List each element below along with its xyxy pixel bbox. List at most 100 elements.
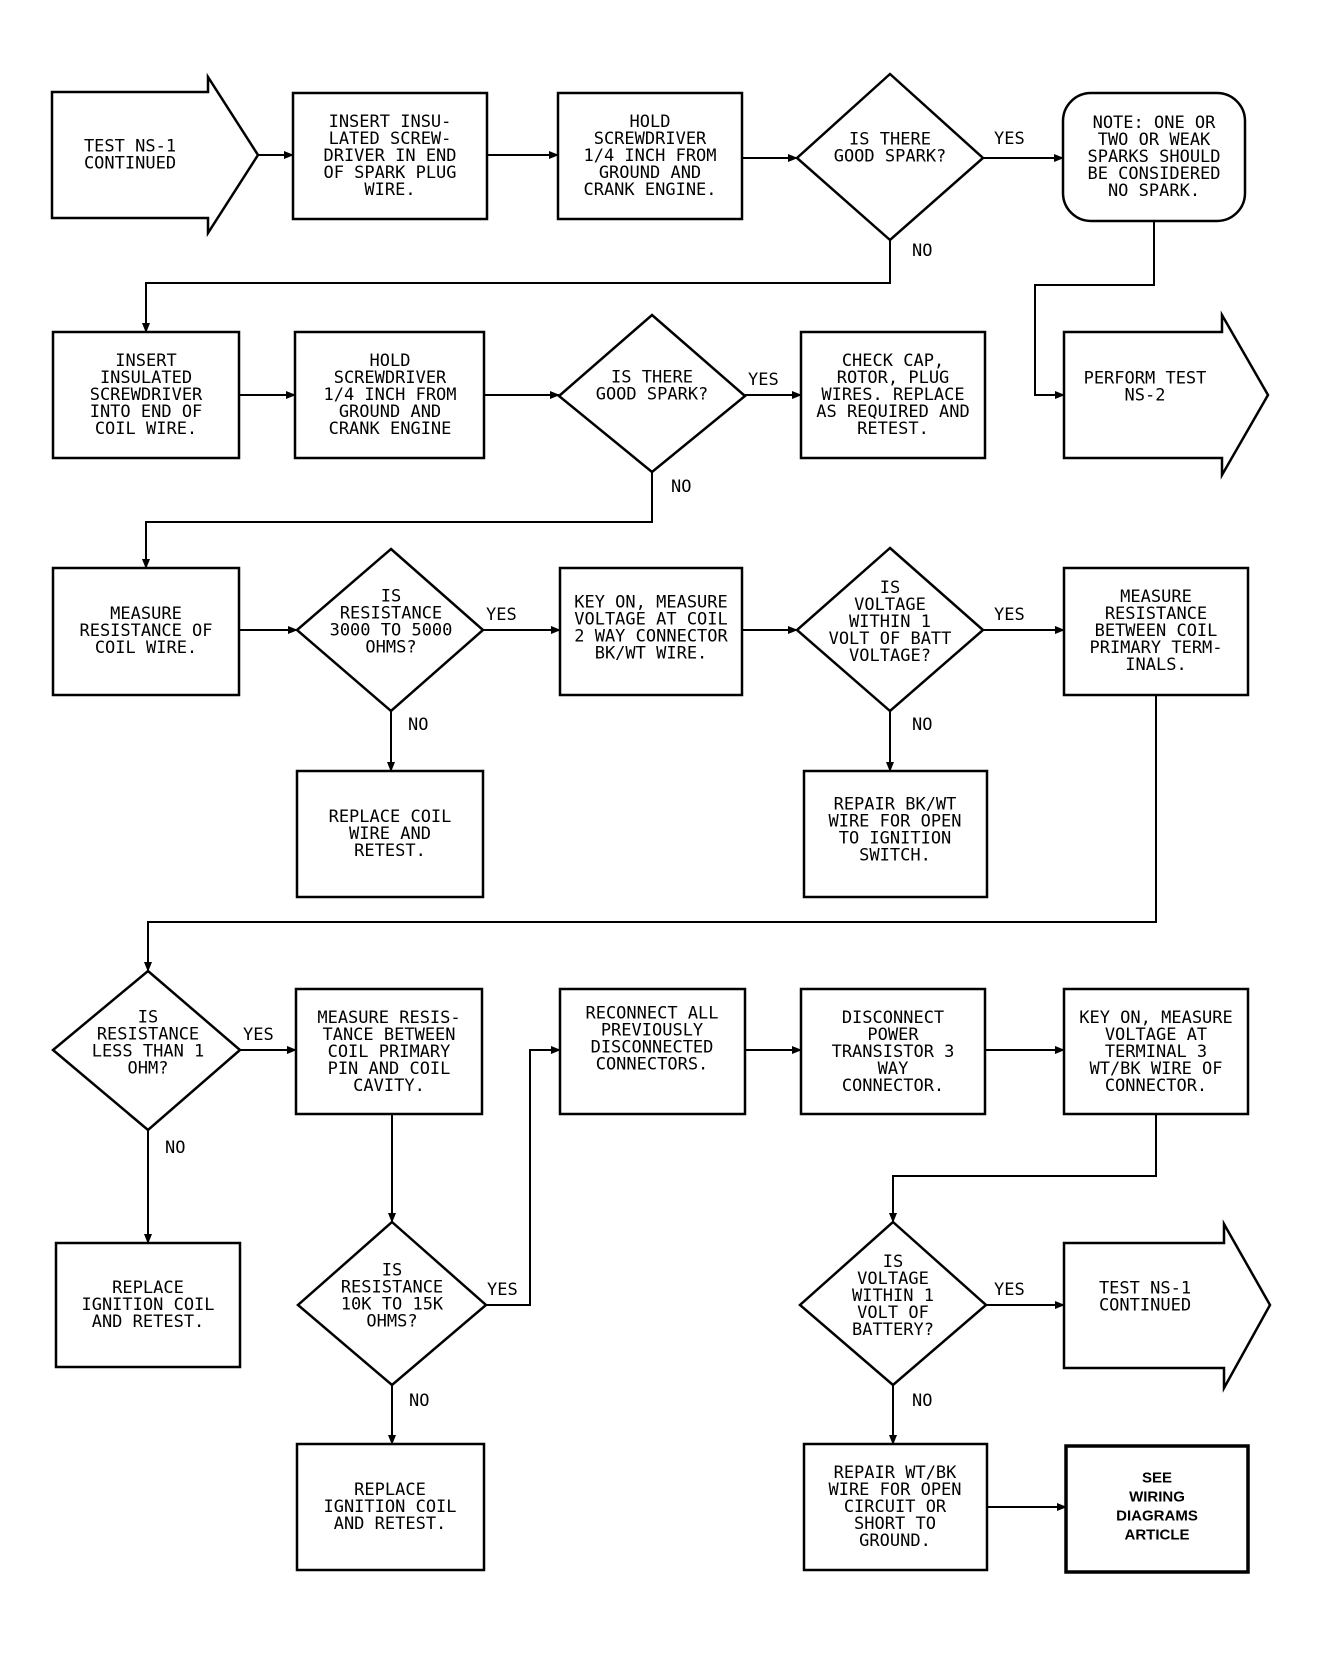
text-line: BE CONSIDERED — [1087, 164, 1220, 184]
text-line: CONNECTOR. — [1105, 1076, 1207, 1096]
d4-no-label: NO — [912, 715, 932, 735]
text-line: CONTINUED — [1099, 1296, 1191, 1316]
d5-no-label: NO — [165, 1138, 185, 1158]
connector — [144, 695, 1157, 972]
text-line: VOLTAGE AT COIL — [574, 610, 728, 630]
text-line: GROUND AND — [339, 402, 441, 422]
text-line: VOLTAGE AT — [1105, 1025, 1207, 1045]
d7-yes-label: YES — [994, 1280, 1025, 1300]
text-line: SCREWDRIVER — [90, 385, 203, 405]
text-line: REPLACE — [354, 1480, 426, 1500]
d2-yes-label: YES — [748, 370, 779, 390]
text-line: AND RETEST. — [92, 1312, 205, 1332]
text-line: SCREWDRIVER — [334, 368, 447, 388]
text-line: VOLTAGE — [857, 1269, 929, 1289]
text-line: KEY ON, MEASURE — [1079, 1008, 1233, 1028]
text-line: NO SPARK. — [1108, 181, 1200, 201]
text-line: PERFORM TEST — [1084, 369, 1207, 389]
text-line: IS THERE — [611, 368, 693, 388]
text-line: RETEST. — [857, 419, 929, 439]
text-line: RETEST. — [354, 841, 426, 861]
text-line: MEASURE — [1120, 587, 1192, 607]
text-line: PIN AND COIL — [328, 1059, 451, 1079]
text-line: AS REQUIRED AND — [816, 402, 970, 422]
text-line: SEE — [1142, 1470, 1172, 1487]
text-line: BETWEEN COIL — [1095, 621, 1218, 641]
text-line: MEASURE — [110, 604, 182, 624]
text-line: TEST NS-1 — [84, 137, 176, 157]
text-line: SHORT TO — [854, 1514, 936, 1534]
d1-no-label: NO — [912, 241, 932, 261]
text-line: CHECK CAP, — [842, 351, 944, 371]
text-line: MEASURE RESIS- — [317, 1008, 460, 1028]
text-line: TRANSISTOR 3 — [832, 1042, 955, 1062]
text-line: TWO OR WEAK — [1098, 130, 1211, 150]
text-line: IS — [883, 1252, 903, 1272]
text-line: VOLTAGE — [854, 595, 926, 615]
text-line: HOLD — [370, 351, 411, 371]
text-line: WIRE FOR OPEN — [828, 1480, 961, 1500]
text-line: RESISTANCE — [340, 604, 442, 624]
text-line: IS — [138, 1008, 158, 1028]
text-line: WIRE. — [364, 180, 415, 200]
text-line: CAVITY. — [353, 1076, 425, 1096]
text-line: POWER — [867, 1025, 919, 1045]
connector — [142, 240, 891, 333]
text-line: INALS. — [1125, 655, 1186, 675]
text-line: SPARKS SHOULD — [1087, 147, 1220, 167]
text-line: OF SPARK PLUG — [323, 163, 456, 183]
text-line: DIAGRAMS — [1116, 1508, 1198, 1525]
text-line: 1/4 INCH FROM — [583, 146, 716, 166]
text-line: 2 WAY CONNECTOR — [574, 627, 728, 647]
d2-no-label: NO — [671, 477, 691, 497]
text-line: SCREWDRIVER — [594, 129, 707, 149]
d6-yes-label: YES — [487, 1280, 518, 1300]
text-line: COIL WIRE. — [95, 638, 197, 658]
edge-labels: YES NO YES NO YES NO YES NO YES NO YES N… — [165, 129, 1025, 1411]
text-line: ROTOR, PLUG — [837, 368, 950, 388]
text-line: COIL WIRE. — [95, 419, 197, 439]
connector — [486, 1046, 561, 1306]
text-line: PREVIOUSLY — [601, 1021, 703, 1041]
text-line: RESISTANCE — [341, 1278, 443, 1298]
text-line: WIRE AND — [349, 824, 431, 844]
text-line: OHMS? — [366, 1312, 417, 1332]
text-line: DISCONNECTED — [591, 1038, 714, 1058]
text-line: GROUND AND — [599, 163, 701, 183]
text-line: GOOD SPARK? — [834, 147, 947, 167]
text-line: AND RETEST. — [334, 1514, 447, 1534]
